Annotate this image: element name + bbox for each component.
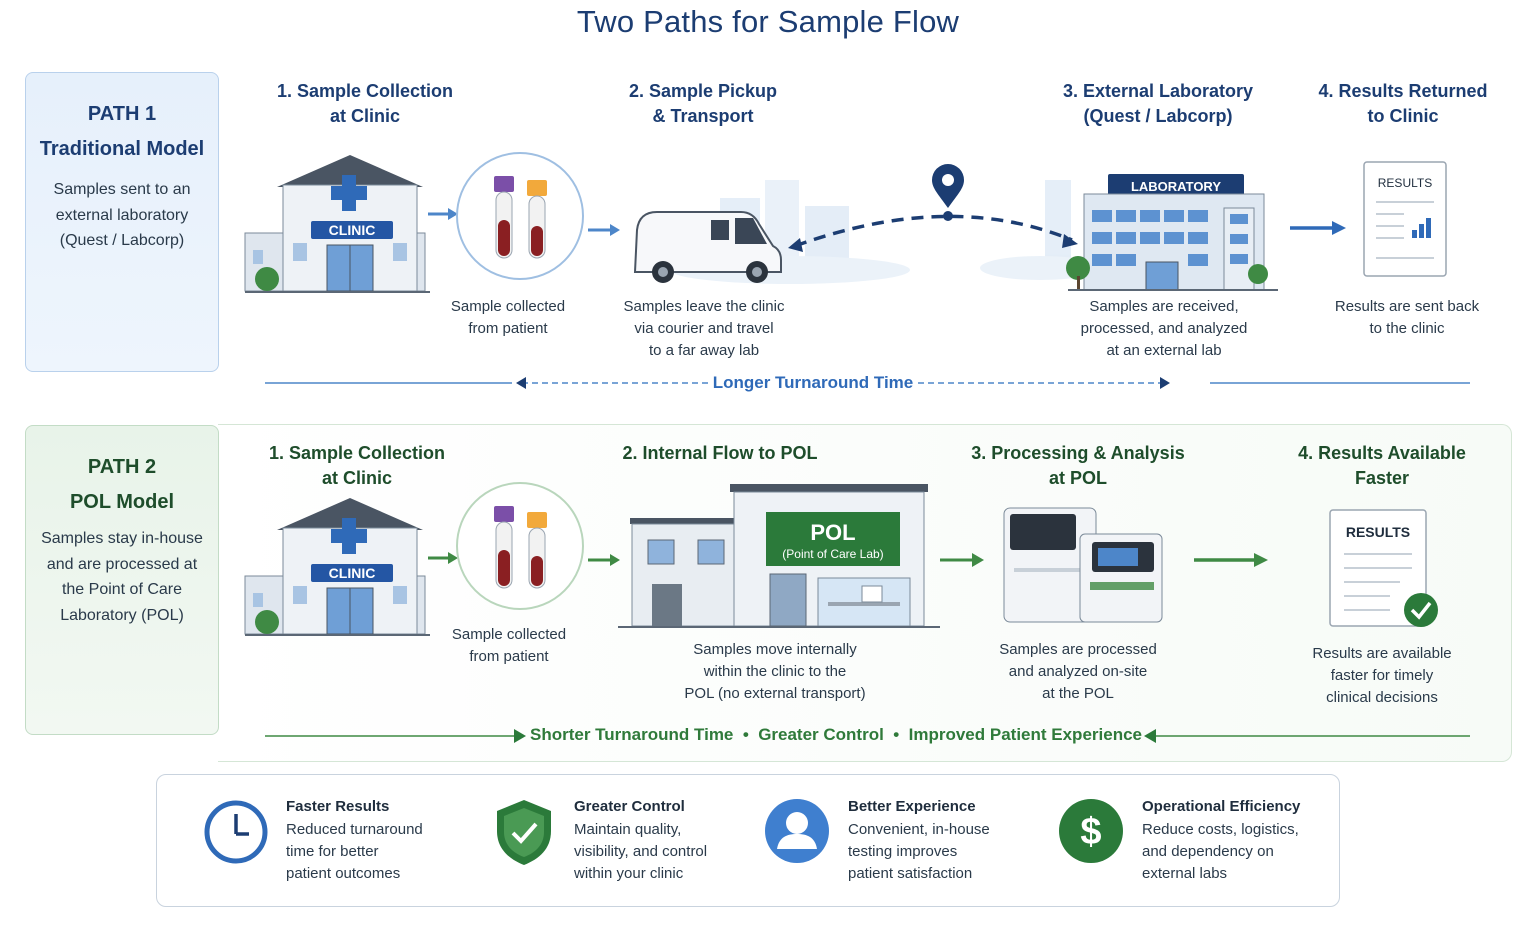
results-label: RESULTS xyxy=(1378,176,1432,190)
path1-step3-title: 3. External Laboratory(Quest / Labcorp) xyxy=(1062,81,1254,126)
arrow-right-icon xyxy=(428,208,458,220)
location-pin-icon xyxy=(932,164,964,208)
pol-sign: POL xyxy=(810,520,855,545)
arrow-right-icon xyxy=(1194,553,1268,567)
analyzer-machine-icon xyxy=(1003,507,1163,623)
clock-icon xyxy=(204,800,268,864)
turnaround-line-path2 xyxy=(265,729,1470,743)
benefit-greater-control: Greater Control xyxy=(758,725,884,744)
benefit-improved-experience: Improved Patient Experience xyxy=(908,725,1142,744)
path2-number: PATH 2 xyxy=(87,456,157,478)
clinic-icon: CLINIC xyxy=(244,498,430,636)
test-tubes-icon xyxy=(456,482,584,610)
user-icon xyxy=(765,799,829,863)
benefit-line-path2: Shorter Turnaround Time • Greater Contro… xyxy=(530,725,1142,745)
lab-sign: LABORATORY xyxy=(1131,179,1221,194)
turnaround-label-path1: Longer Turnaround Time xyxy=(712,373,914,392)
path1-step3-caption: Samples are received,processed, and anal… xyxy=(1080,298,1248,359)
checkmark-icon xyxy=(1404,593,1438,627)
turnaround-line-path1 xyxy=(265,377,1470,389)
path1-number: PATH 1 xyxy=(87,103,157,125)
results-label: RESULTS xyxy=(1346,524,1410,540)
separator-dot: • xyxy=(742,725,749,744)
arrow-right-icon xyxy=(588,224,620,236)
clinic-icon: CLINIC xyxy=(244,155,430,293)
path2-label-box: PATH 2 POL Model Samples stay in-house a… xyxy=(25,425,219,735)
benefit-shorter-turnaround: Shorter Turnaround Time xyxy=(530,725,734,744)
arrow-right-icon xyxy=(588,554,620,566)
pol-building-icon: POL (Point of Care Lab) xyxy=(618,484,940,628)
transport-route xyxy=(788,211,1078,252)
clinic-sign: CLINIC xyxy=(329,222,376,238)
path2-name: POL Model xyxy=(69,491,175,513)
results-document-icon: RESULTS xyxy=(1363,161,1447,277)
path1-label-box: PATH 1 Traditional Model Samples sent to… xyxy=(25,72,219,372)
clinic-sign: CLINIC xyxy=(329,565,376,581)
arrow-right-icon xyxy=(940,553,984,567)
pol-subtitle: (Point of Care Lab) xyxy=(782,547,883,561)
dollar-icon: $ xyxy=(1059,799,1123,863)
path2-step2-title: 2. Internal Flow to POL xyxy=(622,443,818,463)
shield-check-icon xyxy=(497,800,551,865)
svg-text:$: $ xyxy=(1080,811,1101,853)
benefit-greater-control: Greater Control Maintain quality,visibil… xyxy=(574,798,708,882)
path1-illustration: CLINIC xyxy=(244,152,1470,389)
results-document-icon: RESULTS xyxy=(1329,509,1427,627)
benefit-operational-efficiency: Operational Efficiency Reduce costs, log… xyxy=(1142,798,1301,882)
courier-van-icon xyxy=(633,211,782,283)
test-tubes-icon xyxy=(456,152,584,280)
arrow-right-icon xyxy=(1290,221,1346,235)
path2-description: Samples stay in-house and are processed … xyxy=(41,530,203,624)
arrow-right-icon xyxy=(428,552,458,564)
path1-name: Traditional Model xyxy=(39,138,205,160)
laboratory-icon: LABORATORY xyxy=(1066,174,1278,291)
path2-illustration: CLINIC POL (Point of Care Lab) xyxy=(244,482,1470,743)
path1-step2-title: 2. Sample Pickup& Transport xyxy=(628,81,778,126)
path1-description: Samples sent to an external laboratory (… xyxy=(53,181,191,249)
page-title: Two Paths for Sample Flow xyxy=(576,4,960,39)
separator-dot: • xyxy=(893,725,900,744)
